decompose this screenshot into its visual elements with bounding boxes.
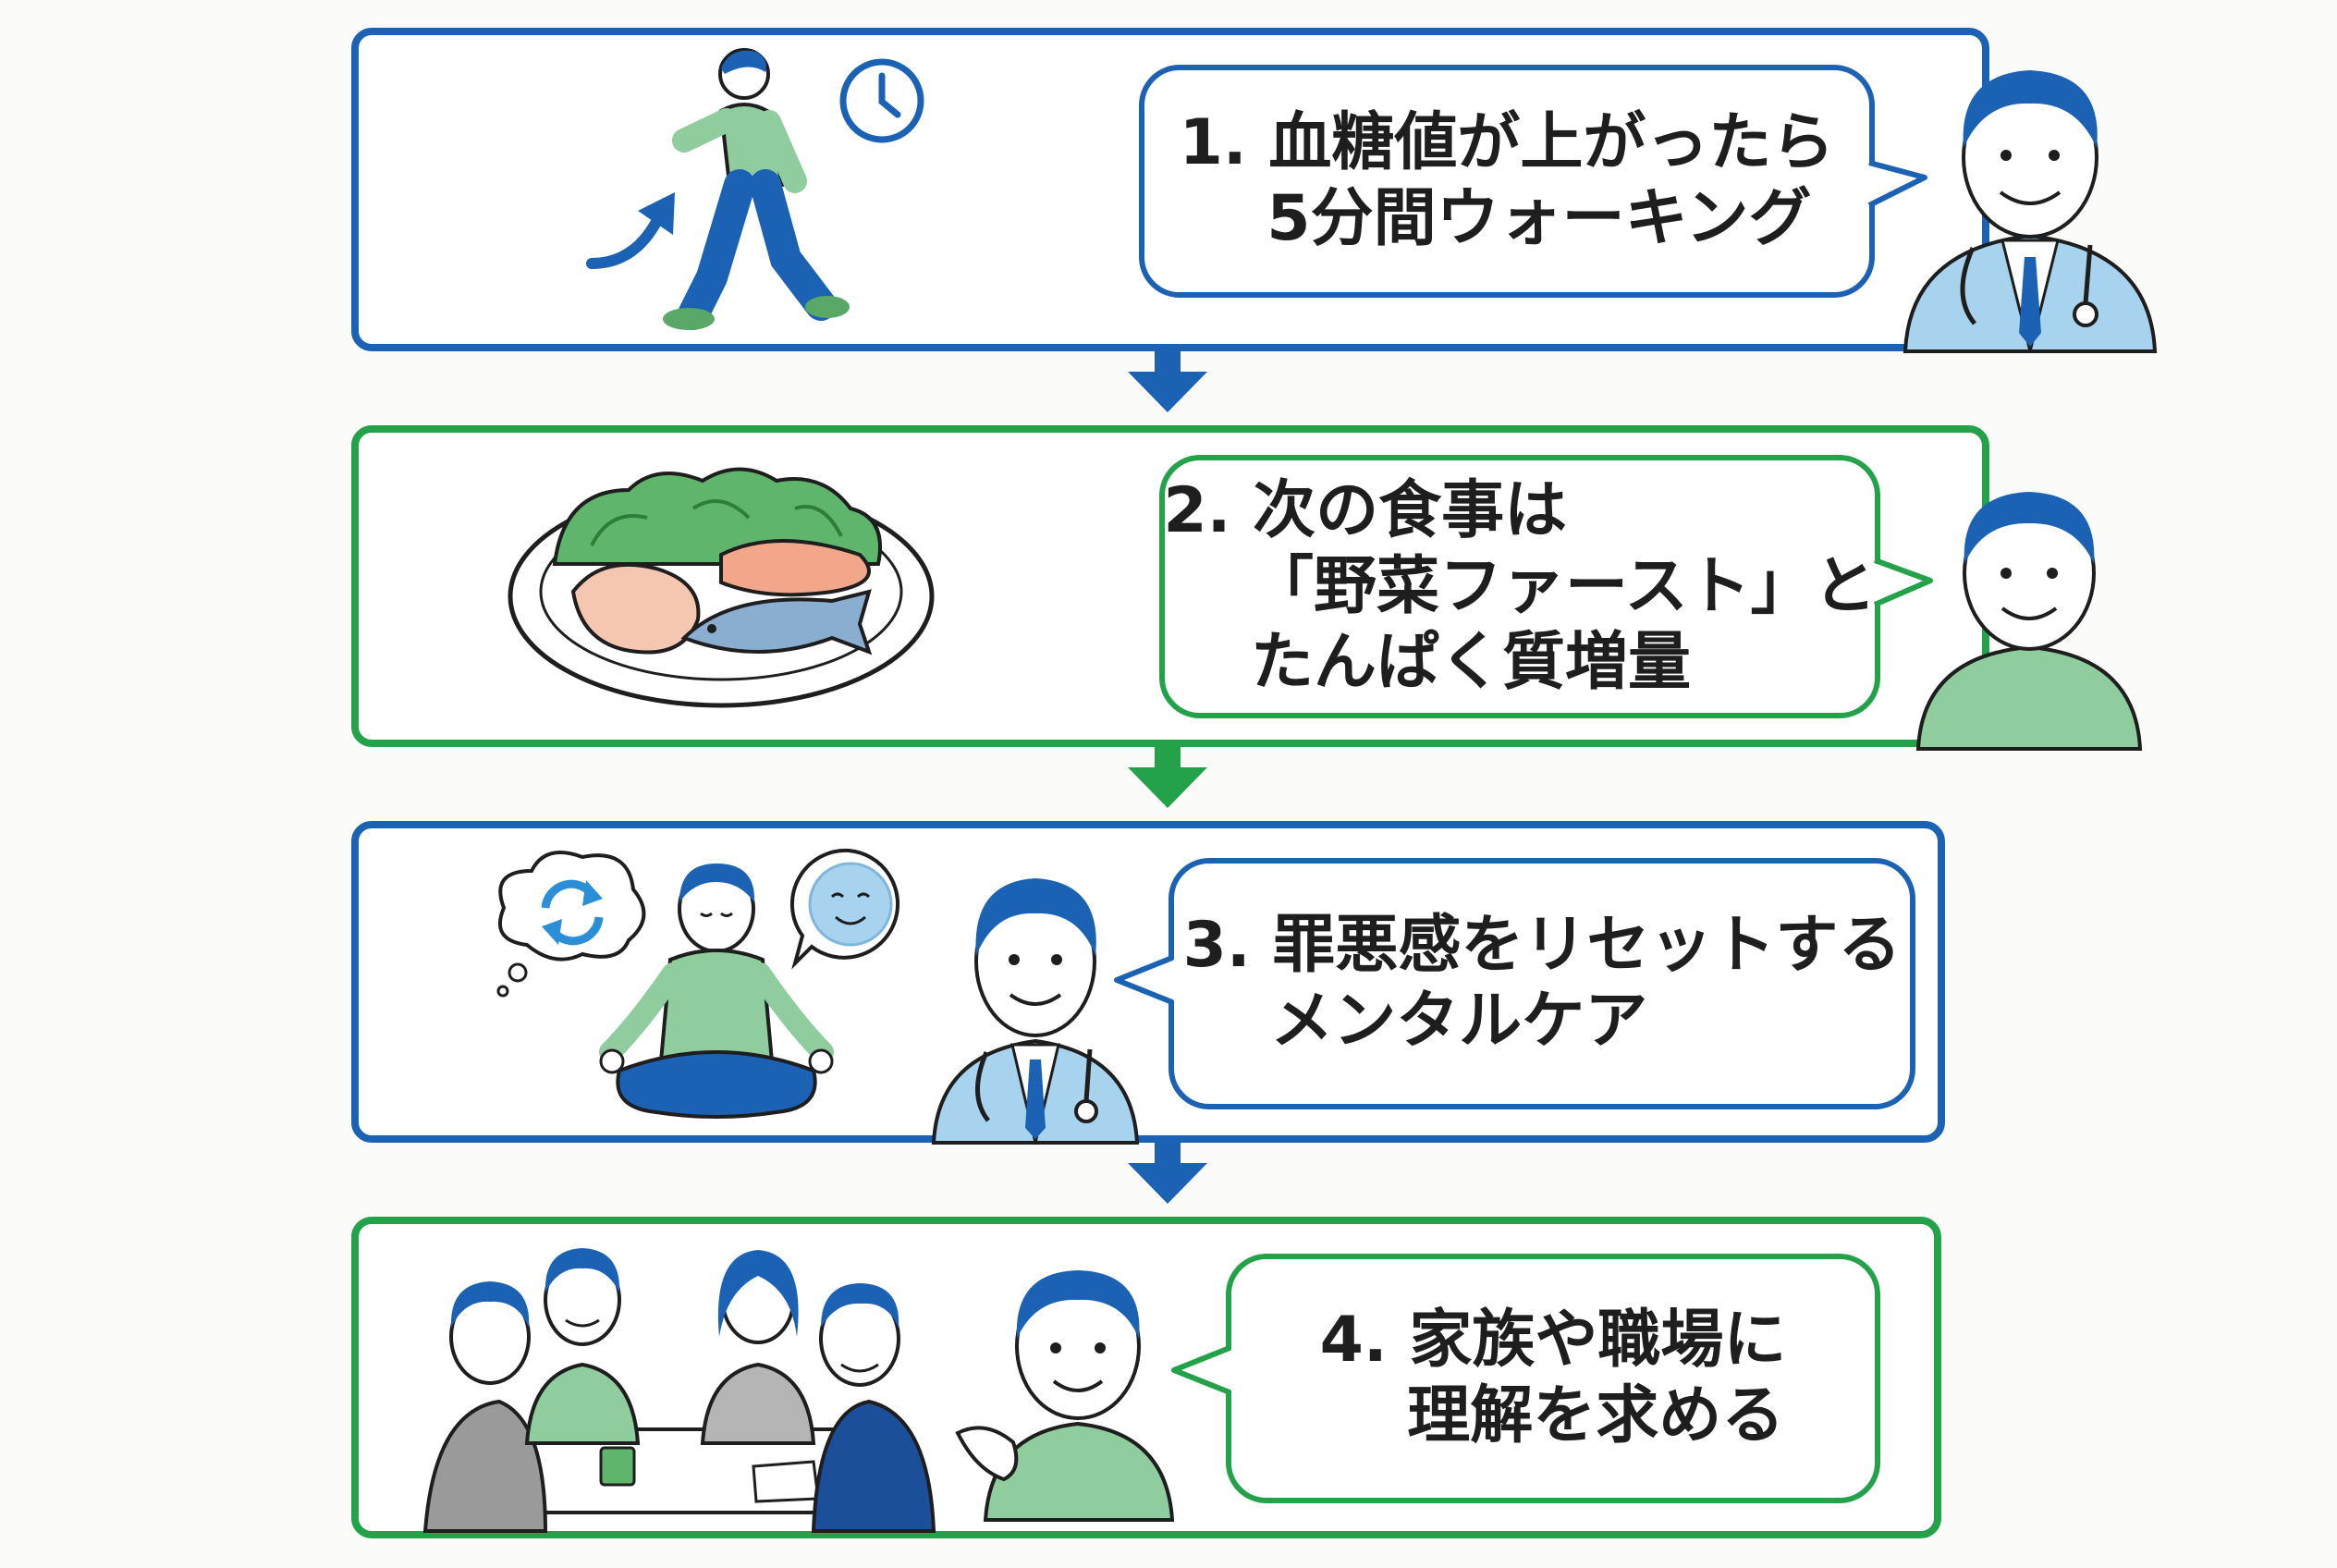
step-4-bubble-tail (1171, 1345, 1231, 1395)
flow-arrow-2 (1128, 747, 1207, 808)
smile-icon (789, 848, 900, 970)
meeting-group-icon (422, 1248, 936, 1533)
step-2-bubble-tail (1873, 557, 1933, 607)
step-1-bubble: 1. 血糖値が上がったら 5分間ウォーキング (1139, 65, 1875, 298)
meditating-person-icon (599, 864, 834, 1119)
flow-arrow-3 (1128, 1143, 1207, 1204)
step-3-bubble-tail (1114, 955, 1174, 1005)
step-2-bubble: 2. 次の食事は 「野菜ファースト」と たんぱく質増量 (1159, 455, 1880, 718)
refresh-thought-icon (496, 851, 646, 998)
up-arrow-icon (586, 192, 675, 269)
meal-plate-icon (508, 467, 935, 708)
doctor-icon (1903, 70, 2158, 353)
walking-person-icon (663, 48, 850, 330)
patient-icon (1915, 492, 2143, 751)
patient-icon (955, 1270, 1175, 1522)
step-4-bubble: 4. 家族や職場に 理解を求める (1226, 1254, 1880, 1503)
step-3-label: 3. 罪悪感をリセットする メンタルケア (1182, 909, 1902, 1058)
step-1-bubble-tail (1867, 160, 1927, 208)
doctor-icon (931, 878, 1140, 1145)
step-4-label: 4. 家族や職場に 理解を求める (1319, 1304, 1787, 1452)
step-3-bubble: 3. 罪悪感をリセットする メンタルケア (1168, 858, 1915, 1109)
clock-icon (839, 58, 924, 143)
step-1-label: 1. 血糖値が上がったら 5分間ウォーキング (1179, 106, 1835, 255)
step-2-label: 2. 次の食事は 「野菜ファースト」と たんぱく質増量 (1163, 473, 1877, 699)
flow-arrow-1 (1128, 351, 1207, 412)
